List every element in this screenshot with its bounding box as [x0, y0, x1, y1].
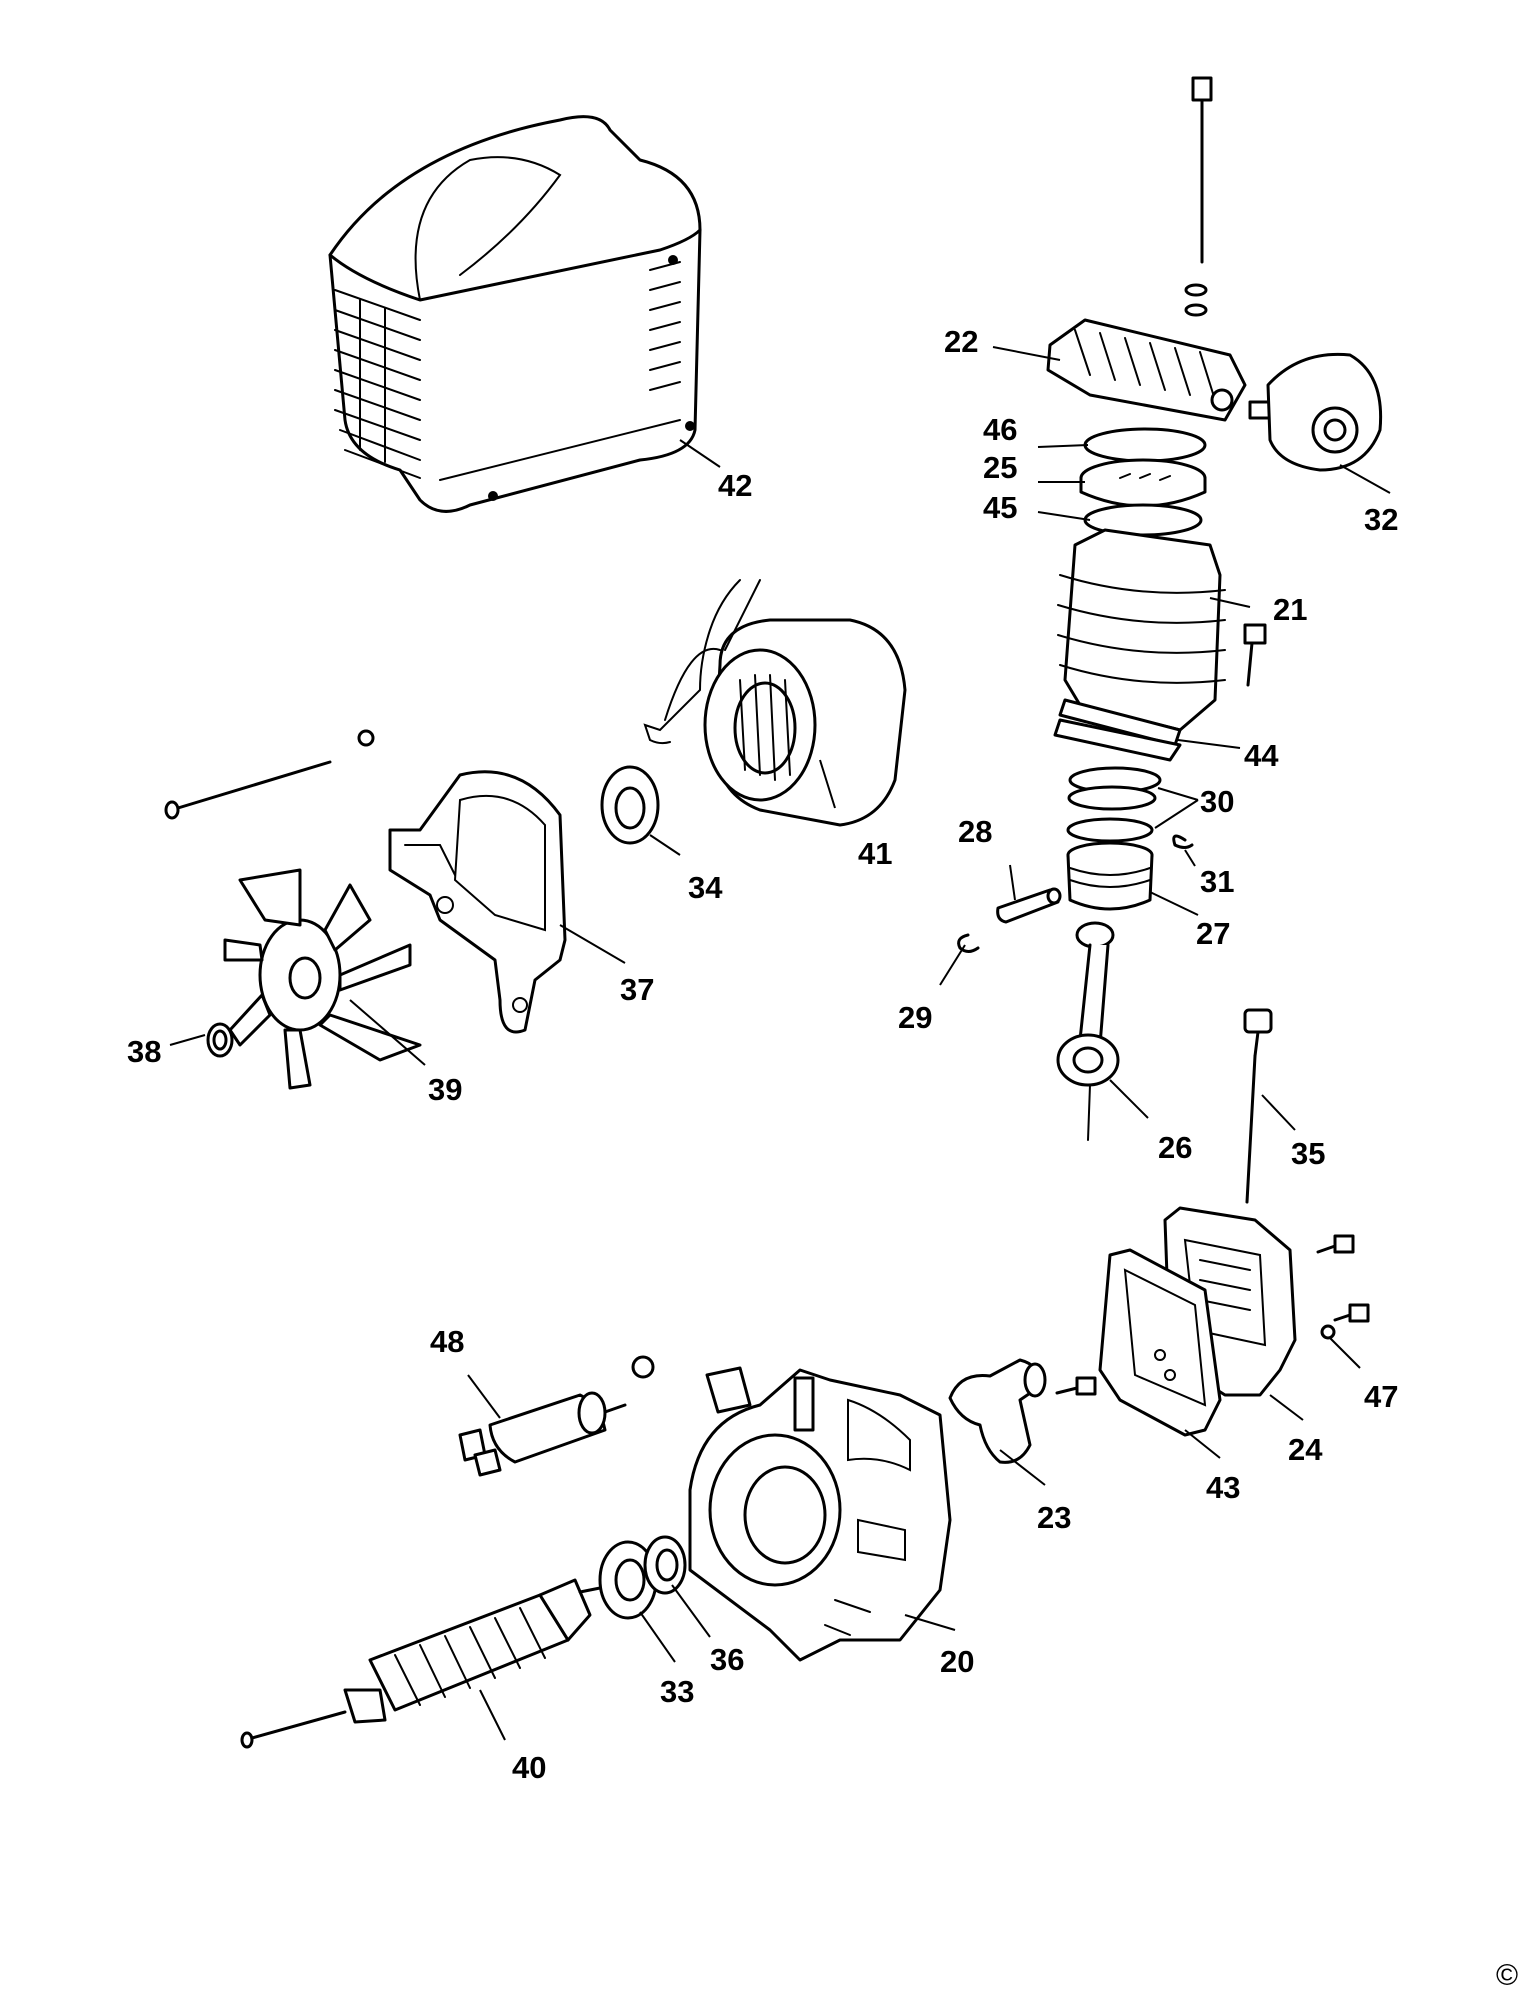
- fan-39: [223, 868, 422, 1090]
- part-label-25: 25: [983, 450, 1017, 485]
- part-label-39: 39: [428, 1072, 462, 1107]
- cylinder-head: [1046, 318, 1247, 422]
- leader-lines: [169, 346, 1391, 1741]
- piston-rings-30: [1066, 766, 1162, 843]
- part-label-43: 43: [1206, 1470, 1240, 1505]
- cover-vents-front: [334, 289, 421, 479]
- part-label-35: 35: [1291, 1136, 1325, 1171]
- part-label-45: 45: [983, 490, 1017, 525]
- capacitor-48: [458, 1355, 655, 1477]
- gasket-43: [1098, 1248, 1222, 1437]
- part-label-27: 27: [1196, 916, 1230, 951]
- cylinder-21: [1057, 528, 1226, 747]
- part-label-44: 44: [1244, 738, 1279, 773]
- part-label-28: 28: [958, 814, 992, 849]
- circlip-31: [1172, 834, 1194, 849]
- valve-plate-25: [1079, 458, 1207, 508]
- part-label-33: 33: [660, 1674, 694, 1709]
- nut: [357, 729, 375, 747]
- crank-screw: [1055, 1376, 1097, 1396]
- valve-plate-gasket-46: [1083, 427, 1207, 463]
- part-label-30: 30: [1200, 784, 1234, 819]
- part-label-37: 37: [620, 972, 654, 1007]
- part-label-41: 41: [858, 836, 892, 871]
- part-label-46: 46: [983, 412, 1017, 447]
- part-label-40: 40: [512, 1750, 546, 1785]
- connecting-rod-26: [1056, 921, 1120, 1141]
- cylinder-screw: [1243, 623, 1267, 687]
- cover-shroud: [328, 115, 702, 513]
- part-labels: 22 46 25 45 21 44 30 31 27 28 29 26 35 3…: [127, 324, 1398, 1785]
- screw-47a: [1316, 1234, 1355, 1254]
- seal-36: [643, 1535, 687, 1595]
- part-label-34: 34: [688, 870, 723, 905]
- part-label-48: 48: [430, 1324, 464, 1359]
- part-label-36: 36: [710, 1642, 744, 1677]
- part-label-42: 42: [718, 468, 752, 503]
- bearing-34: [600, 765, 660, 845]
- circlip-38: [206, 1022, 234, 1058]
- stator-41: [643, 579, 907, 827]
- air-filter-32: [1248, 352, 1383, 472]
- rotor-40: [240, 1578, 602, 1749]
- head-bolt: [1184, 76, 1213, 317]
- part-label-26: 26: [1158, 1130, 1192, 1165]
- part-label-23: 23: [1037, 1500, 1071, 1535]
- copyright-symbol: ©: [1496, 1959, 1518, 1992]
- washer-47: [1320, 1324, 1336, 1340]
- piston-27: [1066, 841, 1154, 911]
- crank-23: [948, 1358, 1047, 1464]
- screw-47b: [1333, 1303, 1370, 1323]
- cover-vents-side: [649, 261, 681, 391]
- gudgeon-pin-28: [996, 887, 1062, 924]
- gasket-44: [1053, 718, 1182, 762]
- part-label-21: 21: [1273, 592, 1307, 627]
- part-label-24: 24: [1288, 1432, 1323, 1467]
- crankcase-20: [688, 1366, 952, 1662]
- part-label-29: 29: [898, 1000, 932, 1035]
- part-label-47: 47: [1364, 1379, 1398, 1414]
- end-bracket-37: [388, 770, 567, 1034]
- part-label-20: 20: [940, 1644, 974, 1679]
- part-label-31: 31: [1200, 864, 1234, 899]
- part-label-38: 38: [127, 1034, 161, 1069]
- part-label-22: 22: [944, 324, 978, 359]
- part-label-32: 32: [1364, 502, 1398, 537]
- through-bolt: [164, 760, 332, 820]
- dipstick-35: [1243, 1008, 1273, 1204]
